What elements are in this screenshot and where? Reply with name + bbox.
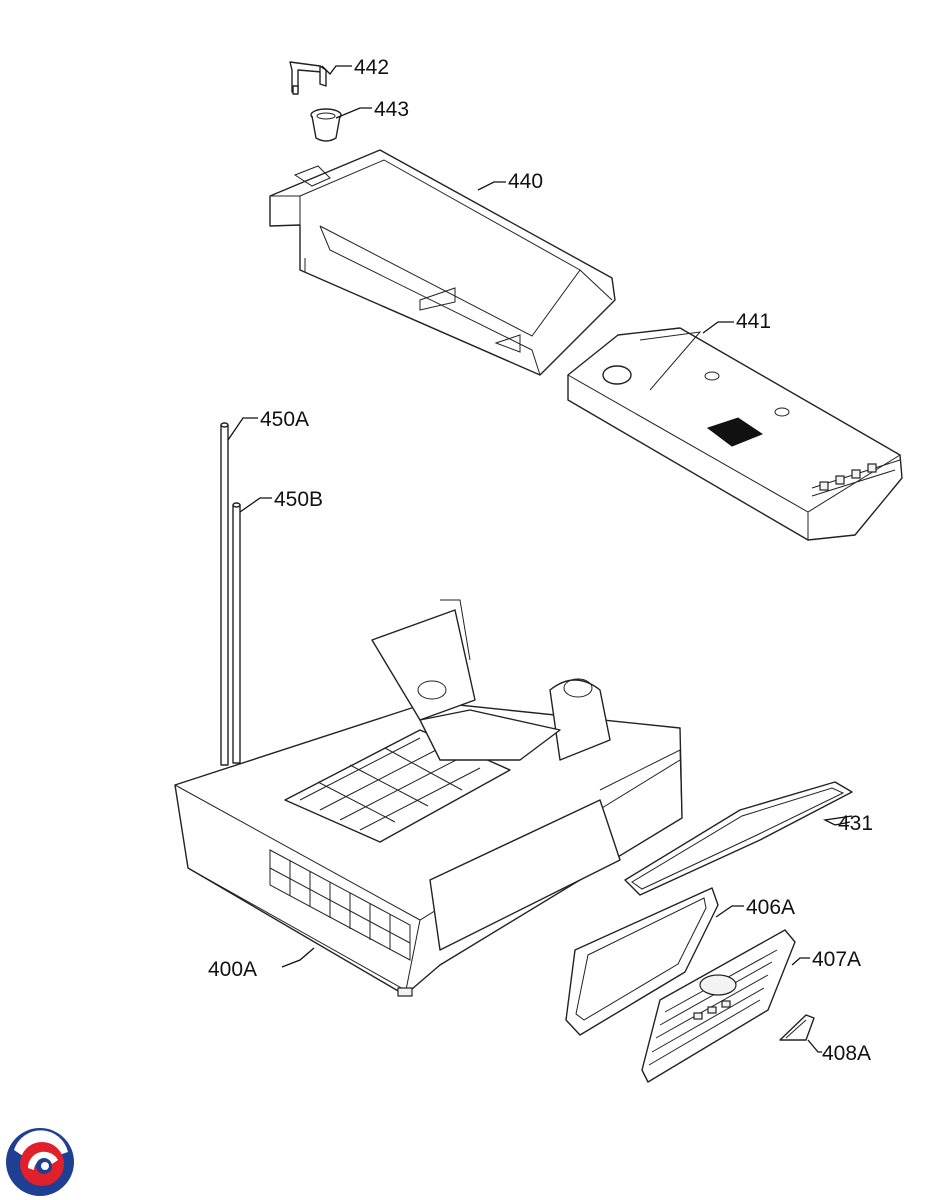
part-406a-frame-seal	[565, 887, 719, 1036]
label-450b: 450B	[274, 488, 323, 511]
label-408a: 408A	[822, 1042, 871, 1065]
part-450b-rod	[232, 502, 241, 764]
part-407a-grille	[641, 929, 796, 1083]
label-441: 441	[736, 310, 771, 333]
label-442: 442	[354, 56, 389, 79]
label-450a: 450A	[260, 408, 309, 431]
part-441-tray	[567, 327, 903, 541]
part-443-cup	[310, 108, 342, 142]
part-408a-cover	[779, 1014, 815, 1041]
brand-logo	[6, 1128, 74, 1196]
part-400a-chassis	[174, 599, 683, 997]
label-400a: 400A	[208, 958, 257, 981]
part-450a-rod	[220, 422, 229, 766]
part-431-gasket	[624, 781, 853, 896]
label-431: 431	[838, 812, 873, 835]
label-440: 440	[508, 170, 543, 193]
chassis-grid	[269, 849, 411, 961]
label-406a: 406A	[746, 896, 795, 919]
leader-lines	[227, 65, 853, 1053]
label-443: 443	[374, 98, 409, 121]
part-labels: 442 443 440 441 450A 450B 431 406A 407A …	[208, 56, 873, 1065]
part-442-bracket	[289, 61, 327, 95]
part-440-housing	[269, 149, 616, 376]
label-407a: 407A	[812, 948, 861, 971]
